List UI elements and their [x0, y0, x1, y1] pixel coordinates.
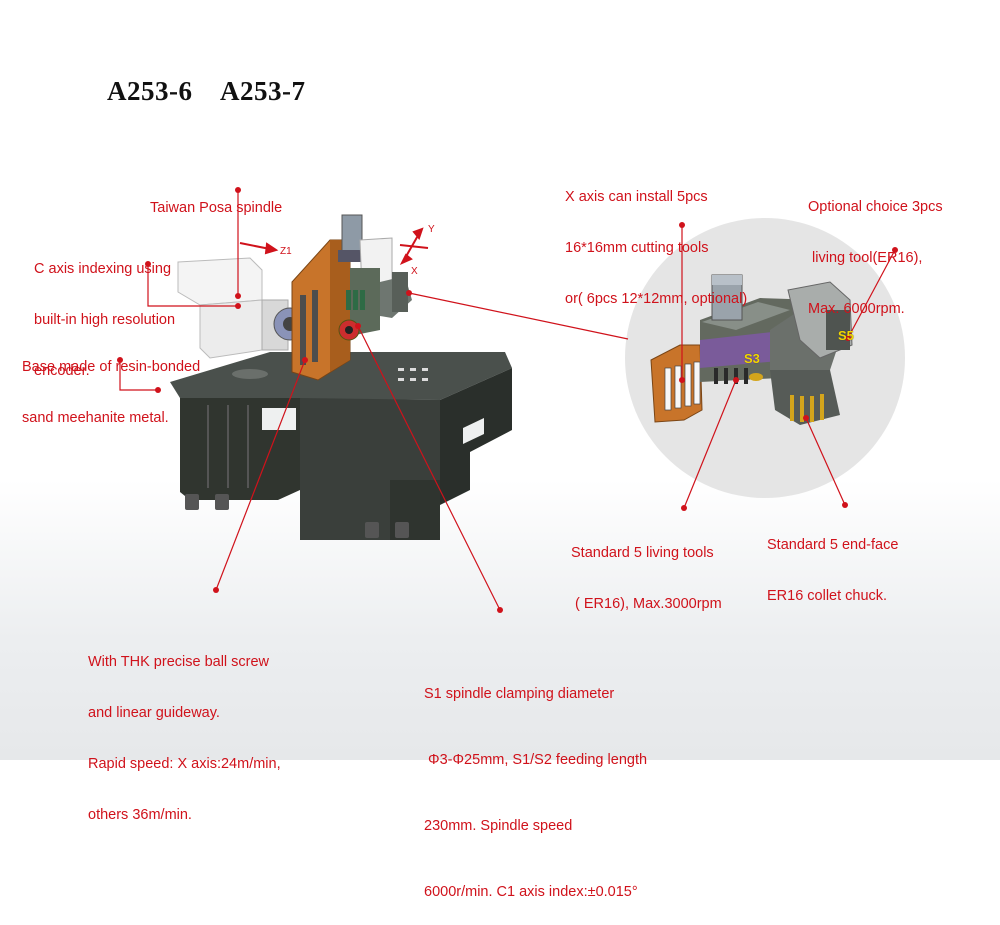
callout-line: S1 spindle clamping diameter	[424, 686, 615, 702]
callout-optional-living-tool: Optional choice 3pcs living tool(ER16), …	[808, 165, 943, 335]
callout-line: Φ3-Φ25mm, S1/S2 feeding length	[424, 752, 648, 768]
leader-lines	[119, 190, 896, 611]
callout-x-axis-tools: X axis can install 5pcs 16*16mm cutting …	[565, 155, 747, 325]
callout-spindle: Taiwan Posa spindle	[150, 166, 282, 234]
callout-line: others 36m/min.	[88, 807, 192, 823]
callout-line: Optional choice 3pcs	[808, 199, 943, 215]
gang-tool-detail	[650, 274, 853, 425]
callout-line: X axis can install 5pcs	[565, 189, 708, 205]
cross-slide	[291, 214, 412, 381]
callout-c-axis: C axis indexing using built-in high reso…	[34, 227, 175, 397]
axis-arrows	[239, 227, 429, 266]
callout-line: Standard 5 living tools	[571, 545, 714, 561]
machine-illustration	[117, 187, 905, 613]
callout-line: 16*16mm cutting tools	[565, 240, 709, 256]
callout-line: built-in high resolution	[34, 312, 176, 328]
leader-dots	[117, 187, 898, 613]
callout-ball-screw: With THK precise ball screw and linear g…	[88, 620, 281, 841]
callout-line: Max. 6000rpm.	[808, 301, 905, 317]
axis-label-x: X	[411, 266, 418, 277]
axis-label-z1: Z1	[280, 246, 292, 257]
machine-base	[170, 352, 512, 540]
tool-tag-s3: S3	[744, 351, 760, 366]
axis-label-y: Y	[428, 224, 435, 235]
callout-line: and linear guideway.	[88, 705, 220, 721]
callout-line: or( 6pcs 12*12mm, optional)	[565, 291, 748, 307]
callout-line: ( ER16), Max.3000rpm	[571, 596, 722, 612]
callout-standard-end-face: Standard 5 end-face ER16 collet chuck.	[767, 503, 898, 622]
callout-line: Rapid speed: X axis:24m/min,	[88, 756, 281, 772]
callout-line: 6000r/min. C1 axis index:±0.015°	[424, 884, 638, 900]
callout-line: Standard 5 end-face	[767, 537, 899, 553]
callout-line: C axis indexing using	[34, 261, 172, 277]
callout-line: Base made of resin-bonded	[22, 359, 201, 375]
callout-line: Taiwan Posa spindle	[150, 200, 283, 216]
page-title: A253-6 A253-7	[107, 76, 306, 106]
callout-line: 230mm. Spindle speed	[424, 818, 573, 834]
callout-line: encoder.	[34, 363, 90, 379]
callout-standard-living-tools: Standard 5 living tools ( ER16), Max.300…	[571, 511, 722, 630]
callout-line: sand meehanite metal.	[22, 410, 169, 426]
callout-s1-spindle: S1 spindle clamping diameter Φ3-Φ25mm, S…	[424, 639, 647, 925]
callout-line: With THK precise ball screw	[88, 654, 270, 670]
tool-tag-s5: S5	[838, 328, 854, 343]
callout-base: Base made of resin-bonded sand meehanite…	[22, 325, 200, 444]
callout-line: ER16 collet chuck.	[767, 588, 888, 604]
callout-line: living tool(ER16),	[808, 250, 923, 266]
